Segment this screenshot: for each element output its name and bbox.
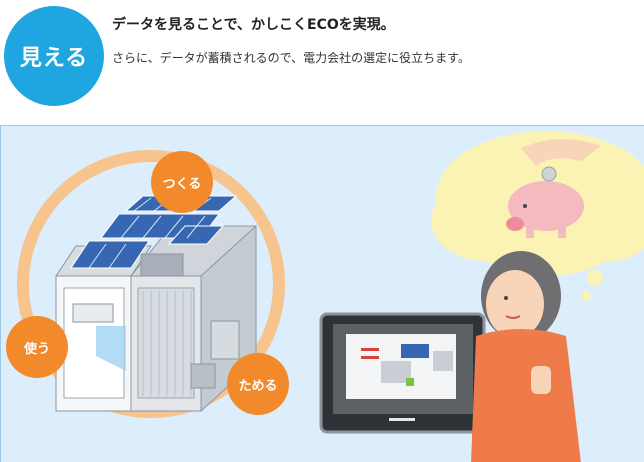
illustration — [17, 131, 644, 462]
label-store: ためる — [227, 353, 289, 415]
woman-illustration — [471, 251, 581, 462]
solar-panels — [70, 195, 238, 269]
section-badge: 見える — [4, 6, 104, 106]
monitor-tablet — [319, 312, 486, 434]
subline: さらに、データが蓄積されるので、電力会社の選定に役立ちます。 — [112, 51, 470, 65]
illustration-scene: つくる 使う ためる — [0, 125, 644, 462]
headline: データを見ることで、かしこくECOを実現。 — [112, 17, 395, 33]
badge-label: 見える — [19, 46, 89, 71]
label-make: つくる — [151, 151, 213, 213]
piggy-bank — [506, 181, 584, 238]
cycle-ring — [17, 150, 285, 418]
coin-hand — [521, 138, 601, 182]
label-use: 使う — [6, 316, 68, 378]
house-illustration — [55, 224, 258, 413]
